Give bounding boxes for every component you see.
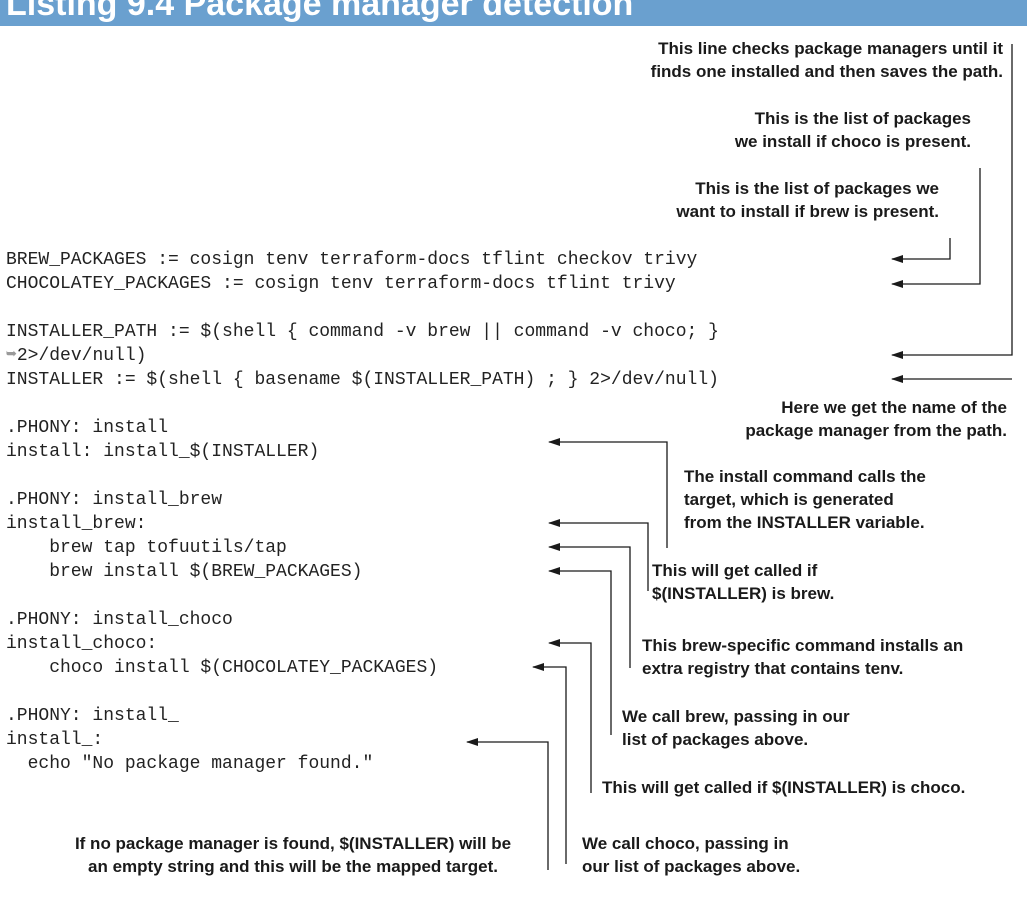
annotation-line: Here we get the name of the [781, 398, 1007, 417]
annotation-brew-list: This is the list of packages we want to … [676, 177, 939, 223]
annotation-line: an empty string and this will be the map… [88, 857, 498, 876]
annotation-line: want to install if brew is present. [676, 202, 939, 221]
annotation-line: This will get called if $(INSTALLER) is … [602, 778, 966, 797]
code-line-brew-install: brew install $(BREW_PACKAGES) [6, 562, 363, 582]
code-line-install-brew: install_brew: [6, 514, 147, 534]
annotation-line: We call brew, passing in our [622, 707, 850, 726]
annotation-line: package manager from the path. [745, 421, 1007, 440]
annotation-line: extra registry that contains tenv. [642, 659, 904, 678]
annotation-checks-managers: This line checks package managers until … [651, 37, 1003, 83]
listing-title: Listing 9.4 Package manager detection [6, 0, 634, 23]
code-line-brew-tap: brew tap tofuutils/tap [6, 538, 287, 558]
connector-install-target [548, 438, 668, 548]
annotation-line: we install if choco is present. [734, 132, 971, 151]
annotation-no-manager: If no package manager is found, $(INSTAL… [38, 832, 548, 878]
code-line-install-empty: install_: [6, 730, 104, 750]
annotation-install-calls-target: The install command calls the target, wh… [684, 465, 926, 534]
annotation-called-if-choco: This will get called if $(INSTALLER) is … [602, 776, 965, 799]
connector-no-manager [466, 738, 549, 870]
annotation-line: This line checks package managers until … [658, 39, 1003, 58]
annotation-line: finds one installed and then saves the p… [650, 62, 1003, 81]
code-line-install: install: install_$(INSTALLER) [6, 442, 320, 462]
annotation-brew-registry: This brew-specific command installs an e… [642, 634, 963, 680]
code-text: 2>/dev/null) [16, 346, 147, 366]
annotation-name-from-path: Here we get the name of the package mana… [745, 396, 1007, 442]
connector-we-call-choco [532, 663, 567, 864]
connector-checks-managers [891, 44, 1013, 359]
connector-called-if-brew [548, 519, 649, 591]
code-line-installer-path: INSTALLER_PATH := $(shell { command -v b… [6, 322, 719, 342]
code-line-phony-install-brew: .PHONY: install_brew [6, 490, 223, 510]
annotation-line: $(INSTALLER) is brew. [652, 584, 835, 603]
annotation-choco-list: This is the list of packages we install … [735, 107, 971, 153]
code-line-installer: INSTALLER := $(shell { basename $(INSTAL… [6, 370, 719, 390]
annotation-line: This brew-specific command installs an [642, 636, 964, 655]
annotation-line: target, which is generated [684, 490, 894, 509]
code-line-phony-install-choco: .PHONY: install_choco [6, 610, 233, 630]
connector-brew-list [891, 238, 951, 263]
code-line-chocolatey-packages: CHOCOLATEY_PACKAGES := cosign tenv terra… [6, 274, 676, 294]
annotation-line: We call choco, passing in [582, 834, 789, 853]
annotation-called-if-brew: This will get called if $(INSTALLER) is … [652, 559, 834, 605]
annotation-line: our list of packages above. [582, 857, 801, 876]
code-line-choco-install: choco install $(CHOCOLATEY_PACKAGES) [6, 658, 439, 678]
connector-called-if-choco [548, 639, 592, 793]
annotation-line: The install command calls the [684, 467, 926, 486]
connector-brew-registry [548, 543, 631, 668]
code-line-brew-packages: BREW_PACKAGES := cosign tenv terraform-d… [6, 250, 698, 270]
annotation-line: If no package manager is found, $(INSTAL… [74, 834, 512, 853]
code-line-installer-path-cont: ➥2>/dev/null) [6, 345, 146, 367]
annotation-we-call-brew: We call brew, passing in our list of pac… [622, 705, 850, 751]
listing-header-bar: Listing 9.4 Package manager detection [0, 0, 1027, 26]
connector-we-call-brew [548, 567, 612, 735]
line-continuation-icon: ➥ [6, 346, 17, 366]
annotation-line: This is the list of packages we [695, 179, 939, 198]
code-line-phony-install: .PHONY: install [6, 418, 169, 438]
connector-choco-list [891, 168, 981, 288]
annotation-line: from the INSTALLER variable. [684, 513, 925, 532]
annotation-we-call-choco: We call choco, passing in our list of pa… [582, 832, 800, 878]
annotation-line: This is the list of packages [754, 109, 971, 128]
code-line-phony-install-empty: .PHONY: install_ [6, 706, 179, 726]
annotation-line: list of packages above. [622, 730, 809, 749]
code-line-echo: echo "No package manager found." [6, 754, 374, 774]
code-line-install-choco: install_choco: [6, 634, 158, 654]
annotation-line: This will get called if [652, 561, 818, 580]
